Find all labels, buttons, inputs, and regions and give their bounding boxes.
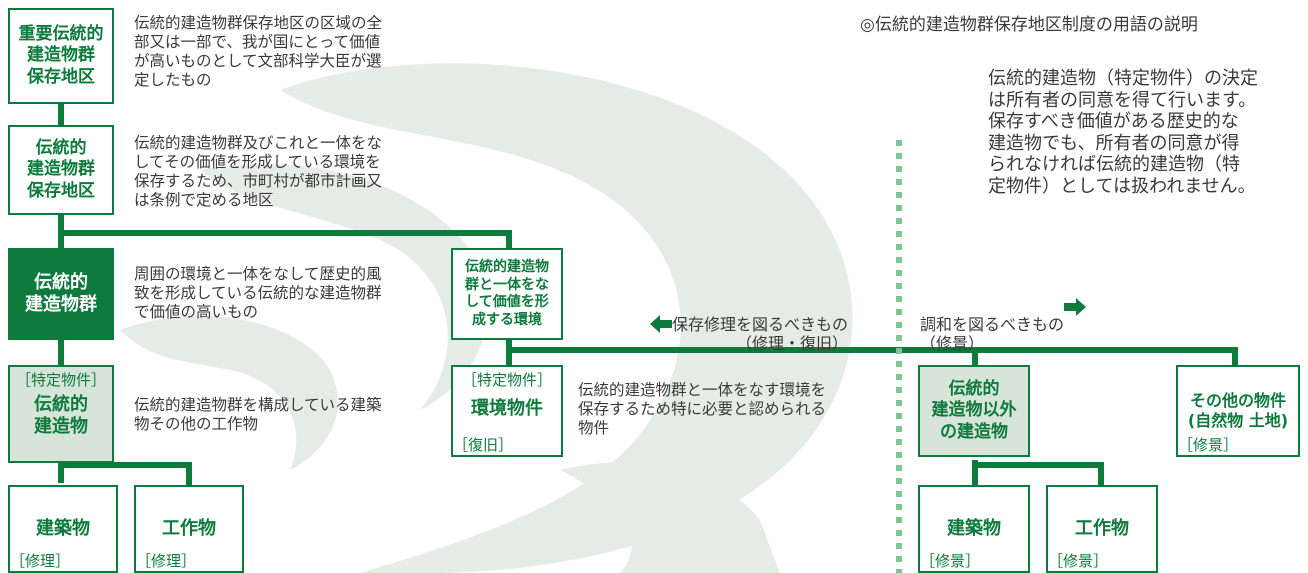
consent-note: 伝統的建造物（特定物件）の決定 は所有者の同意を得て行います。 保存すべき価値が… [988,68,1258,197]
header-title: ◎伝統的建造物群保存地区制度の用語の説明 [860,15,1198,35]
sonota-label: その他の物件 (自然物 土地) [1187,391,1289,430]
box-juyo-dentoteki: 重要伝統的 建造物群 保存地区 [8,8,114,104]
kosaku-left-label: 工作物 [162,517,216,539]
kenchiku-right-tag: ［修景］ [920,552,981,571]
box-igai: 伝統的 建造物以外 の建造物 [918,365,1030,457]
connector-left-sub [58,462,192,468]
kankyo-tag: ［特定物件］ [461,371,552,389]
kankyo-fukkyu-tag: ［復旧］ [453,436,514,455]
box-sonota: その他の物件 (自然物 土地) ［修景］ [1176,365,1300,457]
connector-right-sub-r [1098,462,1104,486]
connector-sonota-down [1232,347,1238,367]
box-kenchiku-left: 建築物 ［修理］ [8,485,118,573]
dentoteki-label: 伝統的 建造物 [34,393,88,438]
box-dentoteki-gun: 伝統的 建造物群 [8,248,114,340]
box-dentoteki-hozon-chiku: 伝統的 建造物群 保存地区 [8,125,114,215]
arrow-left-text: 保存修理を図るべきもの （修理・復旧） [672,315,849,354]
tokutei-tag: ［特定物件］ [15,371,106,389]
desc-kankyo: 伝統的建造物群と一体をなす環境を 保存するため特に必要と認められる 物件 [578,381,827,437]
box-kenchiku-right: 建築物 ［修景］ [918,485,1030,573]
connector-right-sub [972,462,1104,468]
desc-hozon: 伝統的建造物群及びこれと一体をな してその価値を形成している環境を 保存するため… [134,134,383,209]
box-kosaku-left: 工作物 ［修理］ [134,485,244,573]
connector-igai-down [972,347,978,367]
kosaku-left-tag: ［修理］ [136,552,197,571]
connector-right-sub-trunk [972,460,978,486]
box-dentoteki-kenzobutsu: ［特定物件］ 伝統的 建造物 [8,365,114,463]
kenchiku-right-label: 建築物 [947,517,1001,539]
kenchiku-left-label: 建築物 [36,517,90,539]
connector-right-bar [506,347,1238,353]
box-kosaku-right: 工作物 ［修景］ [1046,485,1158,573]
arrow-right-label: 調和を図るべきもの （修景） [920,296,1064,354]
kankyo-bukken-label: 環境物件 [471,397,543,419]
arrow-right-text: 調和を図るべきもの （修景） [920,315,1065,354]
kosaku-right-tag: ［修景］ [1048,552,1109,571]
sonota-tag: ［修景］ [1178,436,1239,455]
kosaku-right-label: 工作物 [1075,517,1129,539]
kenchiku-left-tag: ［修理］ [10,552,71,571]
desc-gun: 周囲の環境と一体をなして歴史的風 致を形成している伝統的な建造物群 で価値の高い… [134,265,382,321]
box-kankyo: 伝統的建造物 群と一体をな して価値を形 成する環境 [451,248,563,340]
arrow-left-label: 保存修理を図るべきもの （修理・復旧） [650,296,848,354]
box-kankyo-bukken: ［特定物件］ 環境物件 ［復旧］ [451,365,563,457]
connector-left-sub-r [186,462,192,486]
connector-branch-kankyo [58,230,512,236]
right-arrow-icon [1064,298,1086,316]
dotted-divider [896,140,902,573]
left-arrow-icon [650,315,672,334]
desc-dentoteki: 伝統的建造物群を構成している建築 物その他の工作物 [134,396,382,433]
desc-juyo: 伝統的建造物群保存地区の区域の全 部又は一部で、我が国にとって価値 が高いものと… [134,14,383,89]
